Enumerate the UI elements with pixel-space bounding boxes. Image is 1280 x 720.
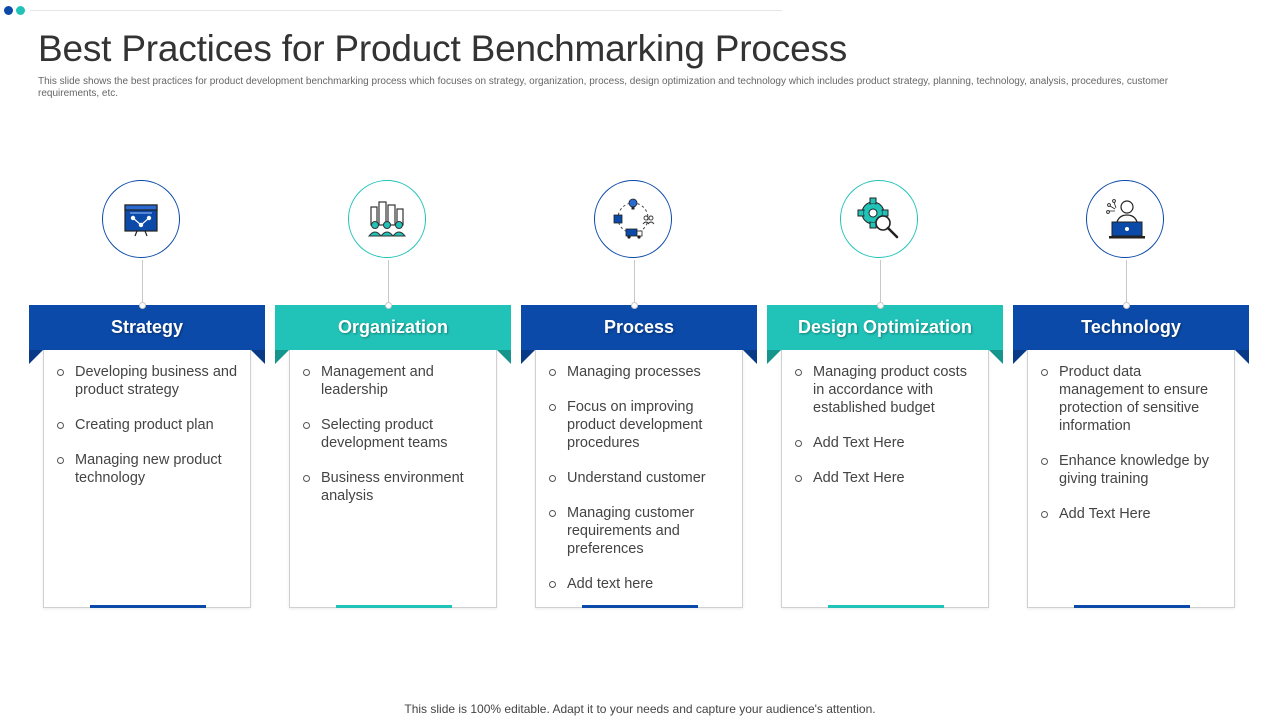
footer-note: This slide is 100% editable. Adapt it to… [404,702,876,716]
list-item: Enhance knowledge by giving training [1041,452,1224,488]
connector-dot [1123,302,1130,309]
list-item: Selecting product development teams [303,416,486,452]
content-card: Managing processes Focus on improving pr… [535,350,743,608]
decorative-dots [4,6,25,15]
list-item: Add Text Here [795,434,978,452]
banner-fold-left [275,350,289,364]
banner-fold-right [251,350,265,364]
connector-line [388,260,389,305]
list-item: Business environment analysis [303,469,486,505]
column-strategy: Strategy Developing business and product… [29,180,265,610]
banner-fold-left [767,350,781,364]
column-technology: Technology Product data management to en… [1013,180,1249,610]
column-heading: Strategy [29,305,265,350]
column-heading: Process [521,305,757,350]
bullet-list: Managing product costs in accordance wit… [782,350,988,487]
list-item: Managing product costs in accordance wit… [795,363,978,417]
bullet-list: Management and leadership Selecting prod… [290,350,496,505]
list-item: Add Text Here [1041,505,1224,523]
content-card: Product data management to ensure protec… [1027,350,1235,608]
list-item: Management and leadership [303,363,486,399]
connector-dot [877,302,884,309]
content-card: Managing product costs in accordance wit… [781,350,989,608]
team-building-icon [367,201,407,237]
column-heading: Organization [275,305,511,350]
card-accent-bar [90,605,206,608]
column-process: Process Managing processes Focus on impr… [521,180,757,610]
list-item: Understand customer [549,469,732,487]
icon-circle [594,180,672,258]
top-divider [30,10,782,11]
column-design-optimization: Design Optimization Managing product cos… [767,180,1003,610]
slide-subtitle: This slide shows the best practices for … [38,76,1169,99]
connector-line [142,260,143,305]
slide-title: Best Practices for Product Benchmarking … [38,28,848,69]
connector-dot [385,302,392,309]
banner-fold-left [1013,350,1027,364]
column-heading: Technology [1013,305,1249,350]
content-card: Management and leadership Selecting prod… [289,350,497,608]
banner-fold-right [1235,350,1249,364]
list-item: Managing new product technology [57,451,240,487]
icon-circle [840,180,918,258]
bullet-list: Product data management to ensure protec… [1028,350,1234,523]
banner-fold-right [989,350,1003,364]
banner-fold-right [497,350,511,364]
strategy-board-icon [124,204,158,237]
card-accent-bar [582,605,698,608]
connector-line [880,260,881,305]
card-accent-bar [1074,605,1190,608]
icon-circle [1086,180,1164,258]
icon-circle [348,180,426,258]
bullet-list: Developing business and product strategy… [44,350,250,487]
process-cycle-icon [613,198,655,239]
column-organization: Organization Management and leadership S… [275,180,511,610]
icon-circle [102,180,180,258]
dot-teal [16,6,25,15]
connector-dot [631,302,638,309]
card-accent-bar [336,605,452,608]
connector-dot [139,302,146,309]
list-item: Add Text Here [795,469,978,487]
connector-line [1126,260,1127,305]
column-heading: Design Optimization [767,305,1003,350]
bullet-list: Managing processes Focus on improving pr… [536,350,742,593]
list-item: Product data management to ensure protec… [1041,363,1224,435]
banner-fold-left [521,350,535,364]
laptop-user-icon [1106,199,1145,239]
banner-fold-right [743,350,757,364]
gear-magnifier-icon [857,197,899,239]
list-item: Focus on improving product development p… [549,398,732,452]
list-item: Add text here [549,575,732,593]
dot-navy [4,6,13,15]
list-item: Developing business and product strategy [57,363,240,399]
list-item: Managing customer requirements and prefe… [549,504,732,558]
content-card: Developing business and product strategy… [43,350,251,608]
card-accent-bar [828,605,944,608]
banner-fold-left [29,350,43,364]
list-item: Managing processes [549,363,732,381]
list-item: Creating product plan [57,416,240,434]
connector-line [634,260,635,305]
